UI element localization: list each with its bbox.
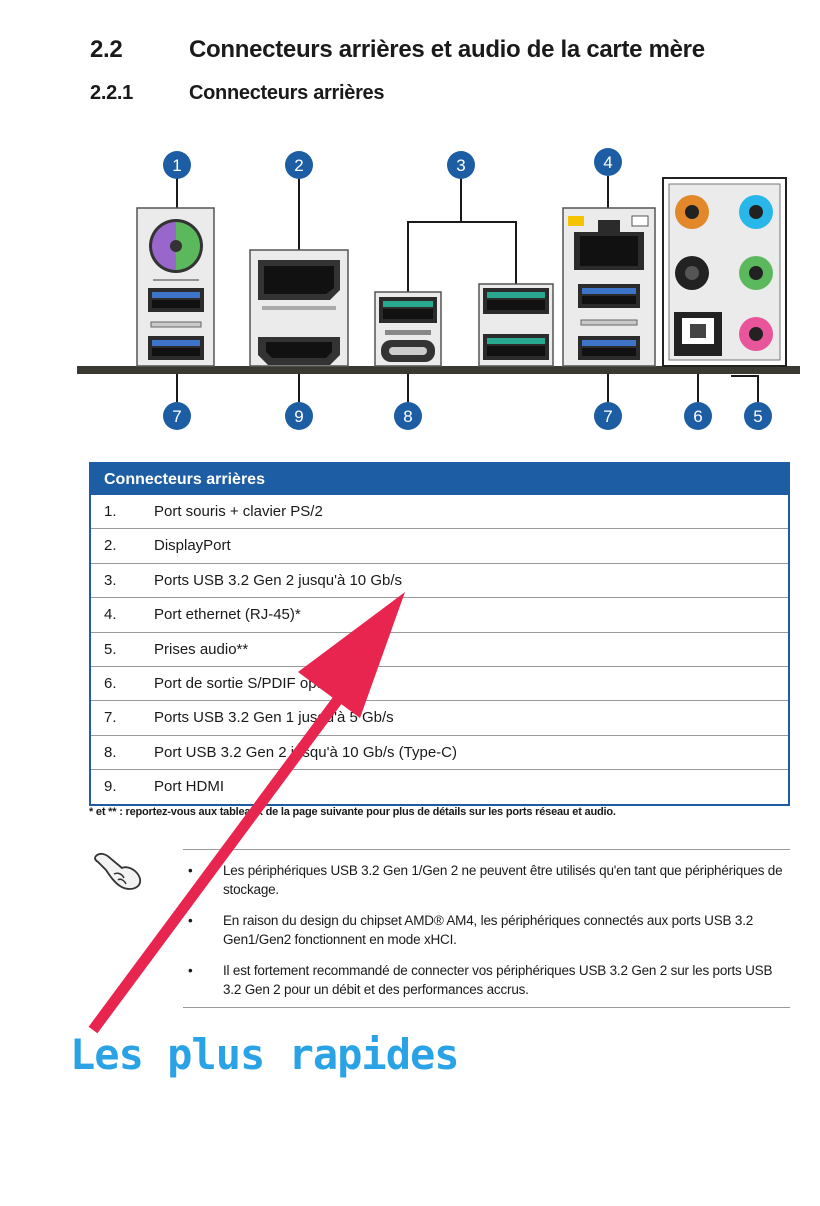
table-row: 4. Port ethernet (RJ-45)*: [91, 597, 788, 631]
bullet: •: [188, 863, 193, 878]
subsection-number: 2.2.1: [90, 82, 133, 104]
note-text: Les périphériques USB 3.2 Gen 1/Gen 2 ne…: [223, 863, 783, 897]
row-label: Port ethernet (RJ-45)*: [154, 606, 301, 624]
callout-badge-8: 8: [394, 402, 422, 430]
row-number: 2.: [104, 537, 117, 555]
table-row: 8. Port USB 3.2 Gen 2 jusqu'à 10 Gb/s (Ty…: [91, 734, 788, 769]
bullet: •: [188, 963, 193, 978]
lan-usb-column: [562, 207, 656, 367]
callout-badge-7a: 7: [163, 402, 191, 430]
table-row: 7. Ports USB 3.2 Gen 1 jusqu'à 5 Gb/s: [91, 700, 788, 734]
note-item: • Il est fortement recommandé de connecte…: [183, 961, 790, 999]
row-number: 4.: [104, 606, 117, 624]
section-heading: 2.2 Connecteurs arrières et audio de la c…: [90, 36, 705, 64]
callout-label: 4: [603, 153, 612, 172]
table-row: 6. Port de sortie S/PDIF optique: [91, 665, 788, 700]
leader-lines: [176, 176, 759, 402]
audio-block: [662, 177, 787, 367]
dual-usb-block: [478, 283, 554, 367]
usb-typec-block: [374, 291, 442, 367]
table-row: 5. Prises audio**: [91, 631, 788, 666]
callout-badge-4: 4: [594, 148, 622, 176]
row-label: Port HDMI: [154, 778, 225, 796]
callout-badges: 1 2 3 4 7 9 8 7 6 5: [163, 148, 772, 430]
ps2-usb-column: [136, 207, 215, 367]
row-number: 5.: [104, 640, 117, 658]
table-header: Connecteurs arrières: [91, 464, 788, 495]
footnote: * et ** : reportez-vous aux tableaux de …: [89, 806, 616, 818]
rear-connectors-table: Connecteurs arrières 1. Port souris + cla…: [89, 462, 790, 806]
callout-label: 2: [294, 156, 303, 175]
note-item: • Les périphériques USB 3.2 Gen 1/Gen 2 n…: [183, 861, 790, 899]
row-label: DisplayPort: [154, 537, 231, 555]
callout-label: 7: [603, 407, 612, 426]
callout-badge-6: 6: [684, 402, 712, 430]
row-label: Port souris + clavier PS/2: [154, 503, 323, 520]
callout-badge-5: 5: [744, 402, 772, 430]
io-shield-base: [77, 366, 800, 374]
section-title: Connecteurs arrières et audio de la cart…: [189, 36, 705, 63]
table-row: 9. Port HDMI: [91, 769, 788, 803]
row-label: Ports USB 3.2 Gen 1 jusqu'à 5 Gb/s: [154, 709, 394, 727]
callout-label: 3: [456, 156, 465, 175]
callout-badge-7b: 7: [594, 402, 622, 430]
row-label: Port USB 3.2 Gen 2 jusqu'à 10 Gb/s (Type…: [154, 743, 458, 761]
note-item: • En raison du design du chipset AMD® AM4…: [183, 911, 790, 949]
pointing-hand-icon: [94, 852, 142, 890]
note-text: Il est fortement recommandé de connecter…: [223, 963, 773, 997]
table-row: 1. Port souris + clavier PS/2: [91, 495, 788, 528]
callout-label: 7: [172, 407, 181, 426]
callout-label: 6: [693, 407, 702, 426]
row-number: 7.: [104, 709, 117, 727]
callout-badge-3: 3: [447, 151, 475, 179]
table-body: 1. Port souris + clavier PS/2 2. DisplayPor…: [91, 495, 788, 804]
callout-label: 1: [172, 156, 181, 175]
bullet: •: [188, 913, 193, 928]
callout-label: 9: [294, 407, 303, 426]
callout-badge-1: 1: [163, 151, 191, 179]
row-label: Ports USB 3.2 Gen 2 jusqu'à 10 Gb/s: [154, 571, 402, 589]
section-number: 2.2: [90, 36, 123, 63]
callout-label: 5: [753, 407, 762, 426]
table-row: 3. Ports USB 3.2 Gen 2 jusqu'à 10 Gb/s: [91, 562, 788, 597]
note-text: En raison du design du chipset AMD® AM4,…: [223, 913, 754, 947]
subsection-title: Connecteurs arrières: [189, 82, 385, 104]
handwritten-annotation: Les plus rapides: [70, 1030, 460, 1079]
table-row: 2. DisplayPort: [91, 528, 788, 562]
row-number: 6.: [104, 674, 117, 692]
subsection-heading: 2.2.1 Connecteurs arrières: [90, 82, 385, 105]
callout-badge-9: 9: [285, 402, 313, 430]
rear-io-diagram: 1 2 3 4 7 9 8 7 6 5: [77, 148, 800, 430]
row-number: 1.: [104, 503, 117, 520]
displayport-hdmi-block: [249, 249, 349, 367]
row-number: 9.: [104, 778, 117, 796]
notes-box: • Les périphériques USB 3.2 Gen 1/Gen 2 n…: [183, 849, 790, 1008]
row-number: 8.: [104, 743, 117, 761]
row-label: Port de sortie S/PDIF optique: [154, 674, 350, 692]
row-number: 3.: [104, 571, 117, 589]
callout-label: 8: [403, 407, 412, 426]
row-label: Prises audio**: [154, 640, 249, 658]
callout-badge-2: 2: [285, 151, 313, 179]
